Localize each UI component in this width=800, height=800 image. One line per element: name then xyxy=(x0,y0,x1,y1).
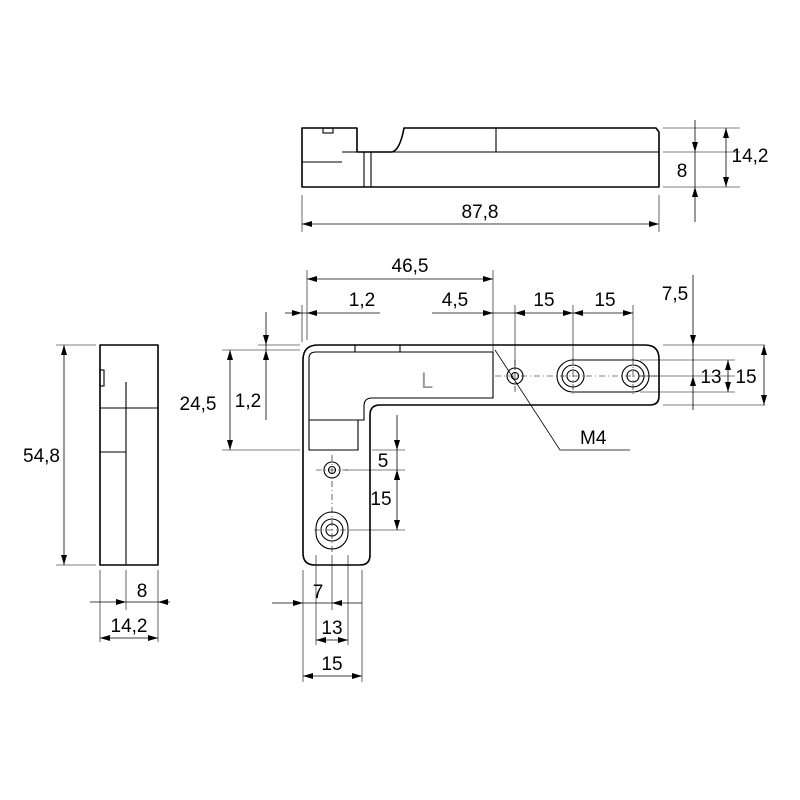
dim-side-width: 14,2 xyxy=(111,616,148,637)
dim-arm-width-vertical: 15 xyxy=(321,654,342,675)
dim-hole-offset-x: 4,5 xyxy=(442,290,468,311)
dim-arm-width: 15 xyxy=(735,367,756,388)
dim-height-total: 14,2 xyxy=(732,146,769,167)
top-view-notch xyxy=(322,127,334,134)
dim-height-step: 8 xyxy=(677,161,688,182)
dim-hole-offset-y: 5 xyxy=(378,451,389,472)
thread-callout: M4 xyxy=(580,428,607,449)
dim-slot-width-vertical: 13 xyxy=(321,618,342,639)
side-view-outline xyxy=(99,344,159,566)
dim-wall-left: 1,2 xyxy=(235,391,261,412)
side-view: 54,8 8 14,2 xyxy=(23,344,170,642)
dim-hole-pitch-1: 15 xyxy=(533,290,554,311)
vertical-counterbore-slot xyxy=(315,511,349,550)
top-view: 87,8 8 14,2 xyxy=(301,120,769,232)
top-view-outline xyxy=(301,127,660,188)
dim-top-offset: 7,5 xyxy=(662,284,688,305)
dim-hole-offset-left: 7 xyxy=(313,582,324,603)
dim-side-step: 8 xyxy=(137,581,148,602)
dim-horizontal-length: 46,5 xyxy=(392,256,429,277)
bracket-inner-pocket xyxy=(308,351,494,421)
part-marking: L xyxy=(421,368,433,393)
bracket-outline xyxy=(302,344,660,566)
dim-vertical-length: 24,5 xyxy=(180,394,217,415)
thread-leader xyxy=(494,349,561,451)
dim-hole-pitch-2: 15 xyxy=(594,290,615,311)
dim-wall-top: 1,2 xyxy=(349,290,375,311)
dim-hole-pitch-vertical: 15 xyxy=(370,489,391,510)
counterbore-slot-1 xyxy=(556,359,650,393)
dim-side-height: 54,8 xyxy=(23,446,60,467)
front-view: L 46,5 1,2 xyxy=(180,256,767,682)
dim-total-length: 87,8 xyxy=(462,202,499,223)
dim-slot-width: 13 xyxy=(700,367,721,388)
